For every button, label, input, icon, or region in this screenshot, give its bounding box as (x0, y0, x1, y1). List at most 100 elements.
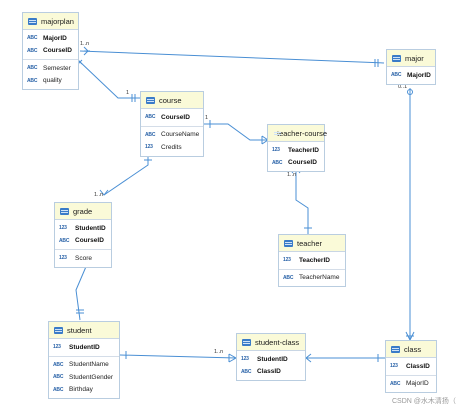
column-name: TeacherName (299, 274, 340, 282)
column-type-icon: 123 (59, 225, 67, 232)
column-name: MajorID (406, 380, 429, 388)
column-name: CourseID (75, 237, 104, 245)
column-type-icon: ABC (391, 72, 402, 79)
column-type-icon: 123 (272, 147, 280, 154)
column-type-icon: ABC (27, 65, 38, 72)
column-name: CourseID (43, 47, 72, 55)
table-header[interactable]: grade (55, 203, 111, 220)
column-type-icon: ABC (53, 386, 64, 393)
table-name: teacher (297, 238, 323, 248)
link-grade-student[interactable] (75, 261, 89, 321)
cardinality-major-class: 0..1 (398, 84, 408, 90)
column-type-icon: ABC (272, 159, 283, 166)
table-header[interactable]: major (387, 50, 435, 67)
column-type-icon: 123 (283, 257, 291, 264)
column[interactable]: ABC Birthday (49, 384, 119, 397)
column-name: quality (43, 77, 62, 85)
column-type-icon: ABC (145, 114, 156, 121)
key-column[interactable]: 123 ClassID (386, 360, 436, 373)
column-name: TeacherID (288, 146, 319, 154)
link-teacher-teachercourse[interactable] (295, 168, 309, 234)
key-column[interactable]: 123 StudentID (55, 222, 111, 235)
table-header[interactable]: teacher (279, 235, 345, 252)
column-name: MajorID (43, 34, 67, 42)
watermark: CSDN @水木清扬（ (392, 398, 456, 405)
link-majorplan-major[interactable] (79, 50, 385, 64)
column-name: TeacherID (299, 256, 330, 264)
column-type-icon: ABC (241, 368, 252, 375)
table-icon (242, 338, 251, 346)
column-name: StudentName (69, 361, 109, 369)
cardinality-teacher-teachercourse: 1..n (287, 172, 297, 178)
link-majorplan-course[interactable] (77, 59, 140, 99)
link-student-studentclass[interactable] (119, 354, 237, 359)
table-icon (28, 17, 37, 25)
table-header[interactable]: majorplan (23, 13, 78, 30)
column-name: ClassID (257, 368, 281, 376)
column[interactable]: ABC quality (23, 75, 78, 88)
table-name: teacher-course (277, 128, 328, 138)
column-type-icon: 123 (145, 144, 153, 151)
table-header[interactable]: teacher-course (268, 125, 328, 142)
column-type-icon: ABC (27, 47, 38, 54)
column-name: Birthday (69, 386, 93, 394)
table-name: majorplan (41, 16, 74, 26)
cardinality-course-teachercourse: 1 (205, 115, 209, 121)
column-type-icon: ABC (53, 374, 64, 381)
column-name: StudentID (75, 224, 106, 232)
table-teacher-course[interactable]: teacher-course 123 TeacherID ABC CourseID (267, 124, 328, 172)
column-type-icon: ABC (145, 131, 156, 138)
key-column[interactable]: ABC CourseID (268, 157, 324, 170)
column[interactable]: ABC StudentName (49, 359, 119, 372)
key-column[interactable]: ABC MajorID (23, 32, 78, 45)
cardinality-majorplan-course: 1 (126, 90, 130, 96)
link-course-teachercourse[interactable] (204, 123, 268, 141)
key-column[interactable]: 123 TeacherID (279, 254, 345, 267)
column[interactable]: 123 Credits (141, 141, 203, 154)
column-name: CourseName (161, 131, 200, 139)
key-column[interactable]: ABC ClassID (237, 366, 305, 379)
column-type-icon: 123 (53, 344, 61, 351)
column[interactable]: ABC CourseName (141, 129, 203, 142)
key-column[interactable]: 123 TeacherID (268, 144, 324, 157)
column-type-icon: ABC (53, 361, 64, 368)
table-name: grade (73, 206, 93, 216)
column-type-icon: ABC (27, 35, 38, 42)
table-class[interactable]: class 123 ClassID ABC MajorID (385, 340, 437, 393)
table-header[interactable]: course (141, 92, 203, 109)
column-name: ClassID (406, 362, 430, 370)
column-type-icon: ABC (27, 77, 38, 84)
column-type-icon: 123 (390, 363, 398, 370)
column[interactable]: ABC MajorID (386, 378, 436, 391)
table-icon (54, 326, 63, 334)
cardinality-majorplan-major: 1..n (80, 41, 90, 47)
column-name: Credits (161, 143, 182, 151)
table-header[interactable]: student (49, 322, 119, 339)
column-type-icon: ABC (390, 380, 401, 387)
table-header[interactable]: student-class (237, 334, 305, 351)
table-name: major (405, 53, 424, 63)
key-column[interactable]: ABC CourseID (23, 45, 78, 58)
table-icon (60, 207, 69, 215)
table-name: class (404, 344, 422, 354)
column-type-icon: 123 (59, 255, 67, 262)
column-name: CourseID (288, 159, 317, 167)
table-icon (146, 96, 155, 104)
table-header[interactable]: class (386, 341, 436, 358)
